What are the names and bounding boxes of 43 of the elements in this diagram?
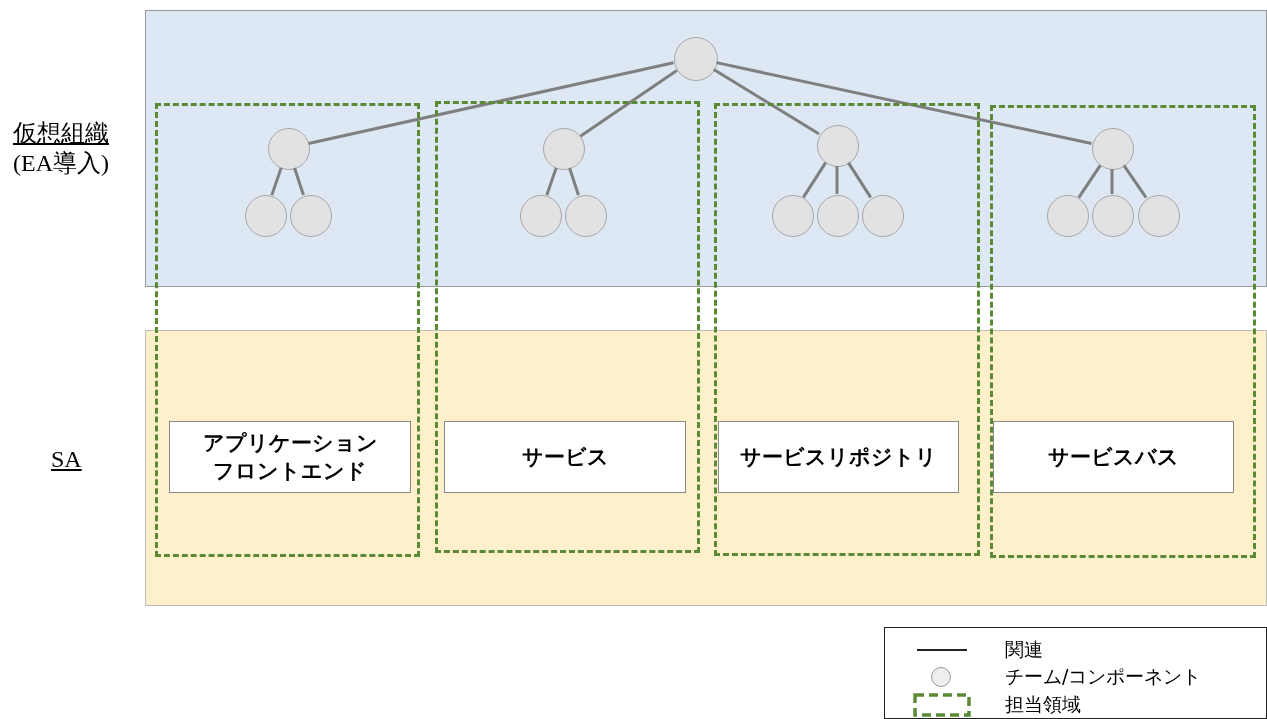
circle xyxy=(245,195,287,237)
legend-label: 担当領域 xyxy=(1005,692,1081,717)
connector-line xyxy=(1110,169,1114,194)
component-label: サービス xyxy=(521,443,609,471)
connector-line xyxy=(568,167,580,196)
legend-label: チーム/コンポーネント xyxy=(1005,664,1202,689)
connector-line xyxy=(545,167,558,196)
component-box xyxy=(169,421,411,493)
band-heading: (EA導入) xyxy=(13,149,109,178)
circle xyxy=(772,195,814,237)
circle xyxy=(817,125,859,167)
connector-line xyxy=(847,161,872,199)
circle xyxy=(1092,195,1134,237)
connector-line xyxy=(579,69,678,138)
connector-line xyxy=(1122,164,1148,199)
circle xyxy=(543,128,585,170)
connector-line xyxy=(835,166,839,194)
component-box xyxy=(718,421,959,493)
circle xyxy=(290,195,332,237)
component-label: サービスリポジトリ xyxy=(740,443,937,471)
component-box xyxy=(444,421,686,493)
connector-line xyxy=(270,167,283,196)
component-label: アプリケーションフロントエンド xyxy=(201,429,379,485)
component-box xyxy=(993,421,1234,493)
circle xyxy=(1092,128,1134,170)
circle xyxy=(674,37,718,81)
connector-line xyxy=(293,167,305,196)
circle xyxy=(268,128,310,170)
circle xyxy=(520,195,562,237)
circle xyxy=(1047,195,1089,237)
legend-label: 関連 xyxy=(1005,637,1043,662)
circle xyxy=(565,195,607,237)
band-heading: SA xyxy=(51,446,82,473)
circle xyxy=(817,195,859,237)
connector-line xyxy=(308,61,674,145)
component-label: サービスバス xyxy=(1048,443,1179,471)
connector-line xyxy=(1077,164,1102,199)
connector-line xyxy=(712,68,820,136)
connector-line xyxy=(802,161,827,199)
band-heading: 仮想組織 xyxy=(13,119,109,148)
circle xyxy=(862,195,904,237)
circle xyxy=(1138,195,1180,237)
connector-line xyxy=(716,61,1092,146)
